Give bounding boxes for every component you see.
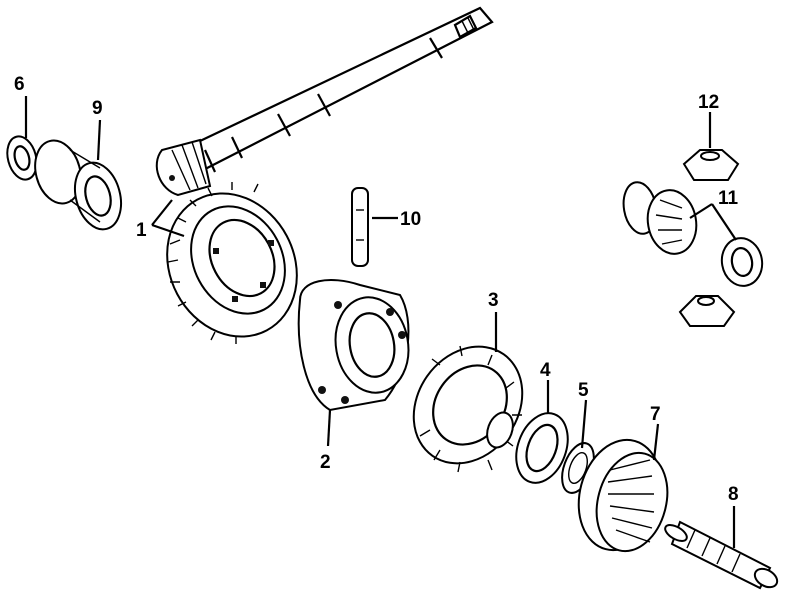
pinion-shaft xyxy=(351,187,369,267)
differential-carrier xyxy=(412,345,524,473)
callout-1: 1 xyxy=(136,220,147,241)
drive-shaft xyxy=(155,6,494,197)
seal xyxy=(6,135,38,181)
callout-labels: 6 9 1 10 2 3 4 5 7 8 11 12 xyxy=(14,74,739,505)
callout-6: 6 xyxy=(14,74,25,95)
side-gears xyxy=(622,181,764,287)
callout-9: 9 xyxy=(92,98,103,119)
bearing-race xyxy=(515,412,569,484)
callout-7: 7 xyxy=(650,404,661,425)
ring-gear xyxy=(166,182,298,344)
callout-5: 5 xyxy=(578,380,589,401)
callout-8: 8 xyxy=(728,484,739,505)
callout-10: 10 xyxy=(400,209,421,230)
output-gear xyxy=(577,438,669,553)
callout-4: 4 xyxy=(540,360,551,381)
callout-12: 12 xyxy=(698,92,719,113)
pinion-gear xyxy=(678,149,740,327)
leader-lines xyxy=(24,96,737,548)
callout-3: 3 xyxy=(488,290,499,311)
bearing xyxy=(34,139,123,231)
output-shaft xyxy=(664,520,779,590)
differential-case xyxy=(297,279,410,412)
callout-2: 2 xyxy=(320,452,331,473)
callout-11: 11 xyxy=(718,188,739,209)
